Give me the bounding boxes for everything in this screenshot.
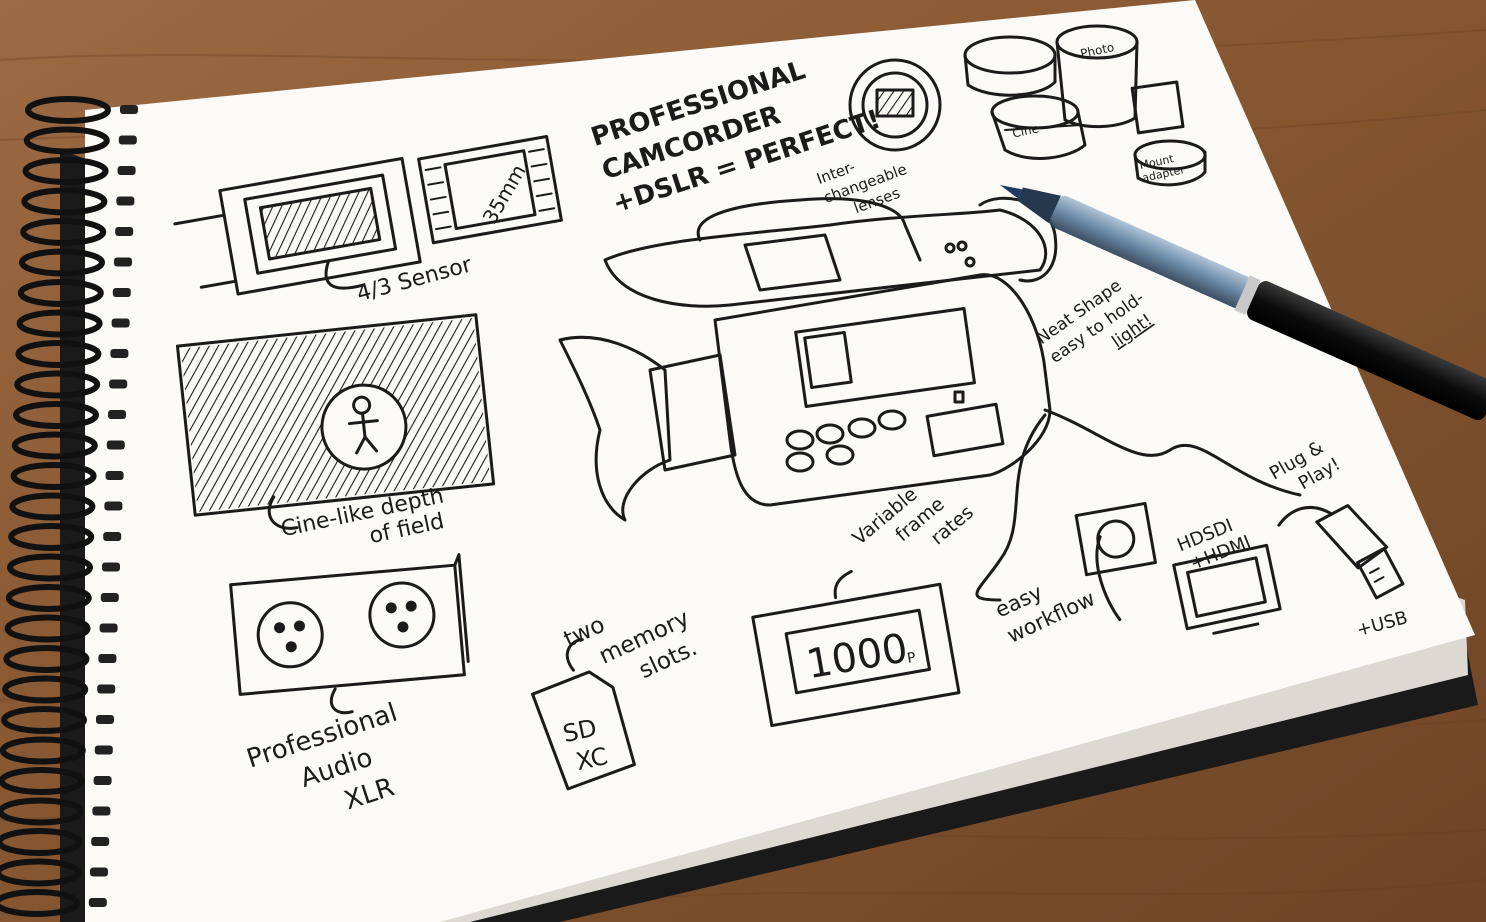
punch-hole <box>110 349 128 358</box>
punch-hole <box>112 319 130 328</box>
punch-hole <box>100 624 118 633</box>
punch-hole <box>118 166 136 175</box>
punch-hole <box>91 837 109 846</box>
punch-hole <box>109 380 127 389</box>
punch-hole <box>97 685 115 694</box>
punch-hole <box>103 532 121 541</box>
punch-hole <box>114 258 132 267</box>
punch-hole <box>113 288 131 297</box>
punch-hole <box>119 136 137 145</box>
punch-hole <box>108 410 126 419</box>
punch-hole <box>101 593 119 602</box>
punch-hole <box>95 746 113 755</box>
punch-hole <box>92 807 110 816</box>
punch-hole <box>120 105 138 114</box>
punch-hole <box>98 654 116 663</box>
punch-hole <box>116 197 134 206</box>
punch-hole <box>107 441 125 450</box>
punch-hole <box>115 227 133 236</box>
punch-hole <box>102 563 120 572</box>
punch-hole <box>90 868 108 877</box>
punch-hole <box>104 502 122 511</box>
punch-hole <box>89 898 107 907</box>
punch-hole <box>96 715 114 724</box>
punch-hole <box>106 471 124 480</box>
punch-hole <box>94 776 112 785</box>
